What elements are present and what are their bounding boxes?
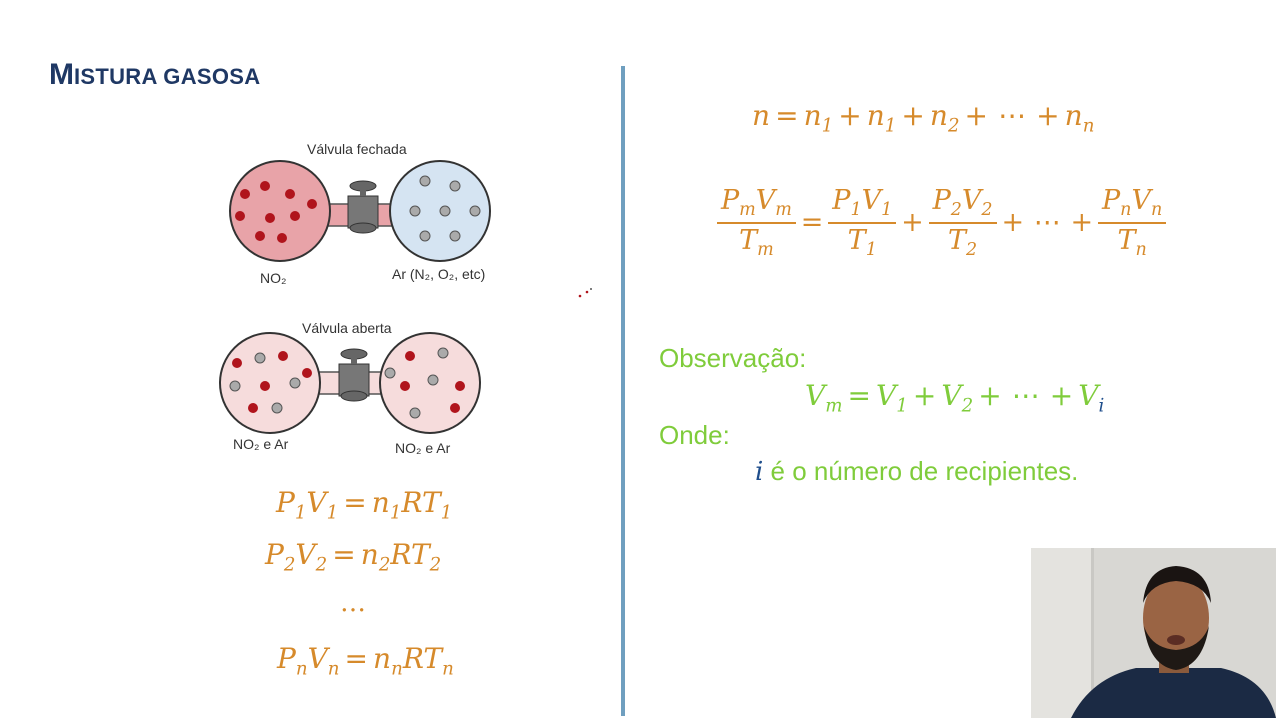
open-valve-label: Válvula aberta (302, 320, 392, 336)
open-left-gas-label: NO₂ e Ar (233, 436, 289, 452)
i-variable: i (755, 457, 764, 487)
open-valve-diagram: Válvula aberta NO₂ e Ar NO₂ e Ar (215, 318, 505, 478)
closed-left-gas-label: NO₂ (260, 270, 287, 286)
title-rest: istura gasosa (74, 64, 261, 89)
i-definition: i é o número de recipientes. (755, 456, 1078, 487)
observation-label: Observação: (659, 343, 807, 373)
equation-ellipsis: … (340, 588, 366, 618)
equation-state-1: P1V1=n1RT1 (276, 486, 453, 524)
i-definition-text: é o número de recipientes. (763, 456, 1079, 486)
equation-state-n: PnVn=nnRTn (277, 642, 454, 680)
equation-total-moles: n=n1+n1+n2+⋯+nn (752, 99, 1095, 137)
equation-total-volume: Vm=V1+V2+⋯+Vi (805, 379, 1105, 417)
open-flasks-drawing (219, 332, 481, 434)
closed-flasks-drawing (229, 160, 491, 262)
closed-right-gas-label: Ar (N₂, O₂, etc) (392, 266, 486, 282)
slide-title: Mistura gasosa (49, 58, 260, 92)
closed-valve-label: Válvula fechada (307, 141, 407, 157)
closed-valve-diagram: Válvula fechada NO₂ Ar (N₂, O₂, etc) (220, 138, 510, 298)
stray-dots (578, 288, 592, 298)
title-first-letter: M (49, 58, 74, 91)
presenter-video-icon (1031, 548, 1276, 718)
open-right-gas-label: NO₂ e Ar (395, 440, 451, 456)
equation-state-2: P2V2=n2RT2 (265, 538, 442, 576)
where-label: Onde: (659, 420, 730, 450)
presenter-webcam (1031, 548, 1276, 718)
vertical-divider (621, 66, 625, 716)
